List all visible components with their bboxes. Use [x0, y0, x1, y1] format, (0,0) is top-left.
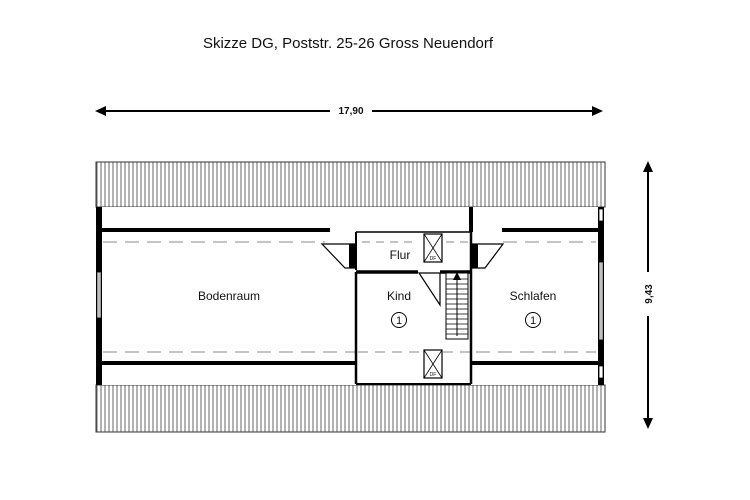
room-number-schlafen: 1	[530, 315, 536, 327]
dormer-wedge-right	[470, 243, 505, 269]
skylight-kind	[423, 349, 443, 379]
kneewall-bottom-left	[100, 361, 357, 365]
width-dimension	[95, 103, 603, 117]
room-number-circle-schlafen	[525, 312, 541, 328]
roof-bottom	[95, 384, 606, 433]
kind-door-wedge	[417, 272, 441, 308]
height-dimension-label: 9,43	[644, 284, 655, 304]
kneewall-top-left	[100, 228, 330, 232]
kneewall-bottom-right	[471, 361, 600, 365]
kneewall-top-right	[502, 228, 600, 232]
skylight-flur-label: DF	[430, 256, 437, 262]
height-dimension	[640, 161, 656, 429]
window-right-bottom	[598, 365, 604, 379]
room-label-flur: Flur	[390, 248, 411, 262]
dormer-wedge-left	[320, 243, 357, 269]
room-number-kind: 1	[396, 315, 402, 327]
building-floor	[98, 207, 603, 385]
window-right-top	[598, 208, 604, 222]
skylight-kind-label: DF	[430, 372, 437, 378]
stair-direction-arrow-icon	[453, 272, 461, 280]
roof-top	[95, 161, 606, 208]
room-label-schlafen: Schlafen	[510, 289, 557, 303]
room-label-kind: Kind	[387, 289, 411, 303]
room-number-circle-kind	[391, 312, 407, 328]
width-dimension-label: 17,90	[338, 106, 363, 117]
skylight-flur	[423, 233, 443, 263]
plan-title: Skizze DG, Poststr. 25-26 Gross Neuendor…	[203, 35, 494, 52]
staircase	[445, 272, 469, 340]
room-label-bodenraum: Bodenraum	[198, 289, 260, 303]
